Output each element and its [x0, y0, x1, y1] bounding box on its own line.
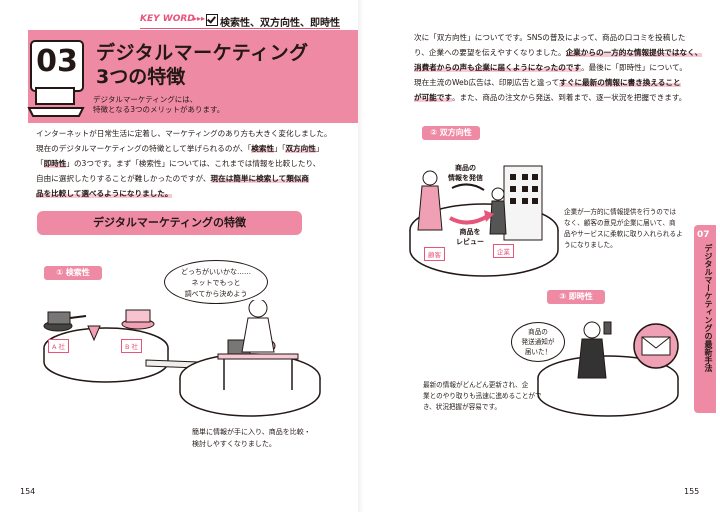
search-illustration	[43, 300, 321, 417]
label-info-dispatch: 商品の 情報を発信	[448, 164, 483, 182]
laptop-icon	[27, 87, 85, 117]
chapter-number-screen	[30, 40, 84, 92]
speech-bubble-instant: 商品の 発送通知が 届いた！	[511, 322, 565, 362]
section-banner: デジタルマーケティングの特徴	[37, 211, 302, 235]
thought-bubble-search: どっちがいいかな…… ネットでもっと 調べてから決めよう	[164, 260, 268, 304]
right-body-line3: 消費者からの声も企業に届くようになったのです。最後に「即時性」について。	[414, 63, 687, 72]
page-number-left: 154	[20, 487, 36, 496]
left-body-line3: 「即時性」の3つです。まず「検索性」については、これまでは情報を比較したり、	[36, 159, 321, 168]
chapter-title-line1: デジタルマーケティング	[96, 42, 309, 64]
tag-company-b: B 社	[121, 339, 143, 353]
tag-customer: 顧客	[424, 247, 445, 261]
right-body-line5: が可能です。また、商品の注文から発送、到着まで、逐一状況を把握できます。	[414, 93, 687, 102]
keyword-bar	[140, 14, 340, 29]
label-review: 商品を レビュー	[456, 228, 484, 246]
chapter-number: 03	[36, 44, 78, 79]
page-number-right: 155	[684, 487, 700, 496]
tag-company-a: A 社	[48, 339, 70, 353]
book-spine	[358, 0, 364, 512]
caption-search: 簡単に情報が手に入り、商品を比較・ 検討しやすくなりました。	[192, 428, 311, 448]
right-body-line1: 次に「双方向性」についてです。SNSの普及によって、商品の口コミを投稿した	[414, 33, 686, 42]
keyword-arrows: ▸▸▸	[193, 14, 206, 23]
two-way-illustration	[409, 165, 559, 277]
caption-instant: 最新の情報がどんどん更新され、企 業とのやり取りも迅速に進めることがで き、状況…	[423, 381, 542, 411]
left-body-line5: 品を比較して選べるようになりました。	[36, 189, 173, 198]
side-tab-number: 07	[697, 230, 710, 240]
left-body-line4: 自由に選択したりすることが難しかったのですが、現在は簡単に検索して類似商	[36, 174, 310, 183]
right-body-line4: 現在主流のWeb広告は、印刷広告と違ってすぐに最新の情報に書き換えること	[414, 78, 681, 87]
left-body-line2: 現在のデジタルマーケティングの特徴として挙げられるのが、「検索性」「双方向性」	[36, 144, 324, 153]
pill-instant: ③ 即時性	[547, 290, 605, 304]
tag-company: 企業	[493, 244, 514, 258]
chapter-subtitle-line2: 特徴となる3つのメリットがあります。	[93, 105, 225, 114]
caption-two-way: 企業が一方的に情報提供を行うのでは なく、顧客の意見が企業に届いて、商 品やサー…	[564, 208, 683, 249]
checkbox-icon	[206, 14, 218, 26]
pill-two-way: ② 双方向性	[422, 126, 480, 140]
keyword-label: KEY WORD	[140, 14, 195, 24]
chapter-title-line2: 3つの特徴	[96, 66, 186, 88]
chapter-subtitle-line1: デジタルマーケティングには、	[93, 95, 198, 104]
pill-search: ① 検索性	[44, 266, 102, 280]
instant-illustration	[537, 321, 679, 417]
keyword-terms: 検索性、双方向性、即時性	[220, 18, 340, 29]
chapter-side-tab	[694, 225, 716, 413]
right-body-line2: り、企業への要望を伝えやすくなりました。企業からの一方的な情報提供ではなく、	[414, 48, 703, 57]
side-tab-text: デジタルマーケティングの最新手法	[704, 244, 713, 372]
left-body-line1: インターネットが日常生活に定着し、マーケティングのあり方も大きく変化しました。	[36, 129, 332, 138]
